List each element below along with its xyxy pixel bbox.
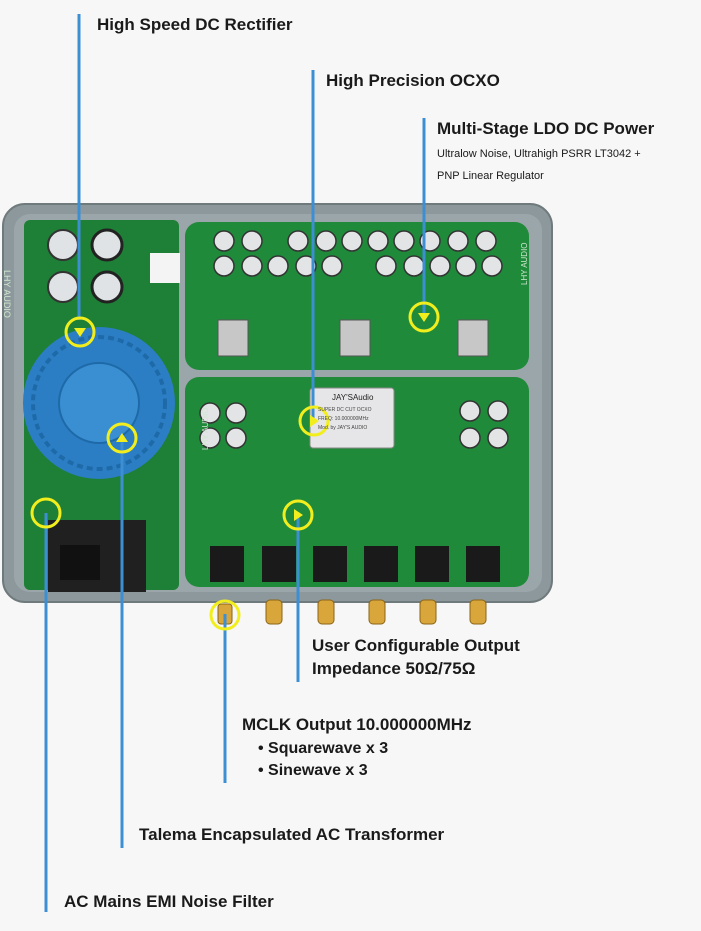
ldo-sub-2: PNP Linear Regulator bbox=[437, 170, 544, 182]
impedance-label-2: Impedance 50Ω/75Ω bbox=[312, 659, 476, 678]
transformer-label: Talema Encapsulated AC Transformer bbox=[139, 825, 445, 844]
output-transformers bbox=[210, 546, 500, 582]
ocxo-brand: JAY'SAudio bbox=[332, 393, 374, 402]
output-board bbox=[185, 377, 529, 587]
ocxo-line2: FREQ: 10.000000MHz bbox=[318, 416, 369, 422]
ldo-label: Multi-Stage LDO DC Power bbox=[437, 119, 655, 138]
brand-left: LHY AUDIO bbox=[2, 270, 12, 318]
brand-mid: LHY AUDIO bbox=[201, 407, 210, 450]
mclk-bullet-1: Squarewave x 3 bbox=[258, 740, 388, 758]
rectifier-label: High Speed DC Rectifier bbox=[97, 15, 293, 34]
output-capacitors bbox=[199, 400, 509, 449]
mclk-bullet-2: Sinewave x 3 bbox=[258, 762, 368, 780]
bnc-connectors bbox=[217, 599, 487, 625]
brand-right: LHY AUDIO bbox=[520, 242, 529, 285]
mclk-label: MCLK Output 10.000000MHz bbox=[242, 715, 472, 734]
ocxo-label: High Precision OCXO bbox=[326, 71, 500, 90]
rectifier-capacitors bbox=[47, 228, 180, 304]
marker-arrows bbox=[74, 313, 430, 521]
leader-lines bbox=[44, 14, 426, 912]
transformer bbox=[23, 327, 175, 479]
ocxo-line1: SUPER DC CUT OCXO bbox=[318, 407, 372, 413]
ocxo-line3: Mod. by JAY'S AUDIO bbox=[318, 425, 368, 431]
ldo-capacitors bbox=[213, 230, 503, 277]
ldo-sub-1: Ultralow Noise, Ultrahigh PSRR LT3042 + bbox=[437, 148, 641, 160]
impedance-label-1: User Configurable Output bbox=[312, 636, 520, 655]
markers bbox=[30, 301, 440, 631]
ldo-heatsinks bbox=[217, 319, 489, 357]
emi-label: AC Mains EMI Noise Filter bbox=[64, 892, 274, 911]
